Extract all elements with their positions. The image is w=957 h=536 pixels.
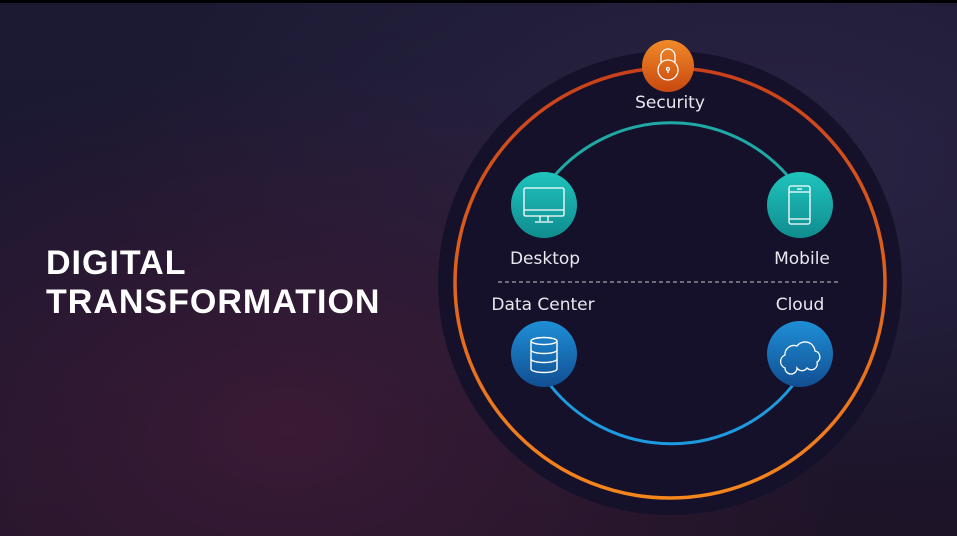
monitor-icon xyxy=(523,187,565,223)
node-mobile: Mobile xyxy=(767,172,833,269)
database-icon xyxy=(530,336,558,374)
lock-icon xyxy=(657,48,679,81)
label-mobile: Mobile xyxy=(774,249,830,269)
node-security: Security xyxy=(635,40,705,113)
cloud-icon xyxy=(779,341,821,375)
smartphone-icon xyxy=(788,185,811,225)
label-cloud: Cloud xyxy=(776,295,825,315)
diagram-disc xyxy=(438,51,902,515)
slide-title: DIGITAL TRANSFORMATION xyxy=(46,244,380,322)
title-line-2: TRANSFORMATION xyxy=(46,283,381,321)
label-desktop: Desktop xyxy=(510,249,580,269)
label-datacenter: Data Center xyxy=(491,295,594,315)
top-border xyxy=(0,0,957,3)
title-line-1: DIGITAL xyxy=(46,244,187,282)
node-datacenter: Data Center xyxy=(491,295,595,387)
bottom-arc xyxy=(548,384,795,446)
node-desktop: Desktop xyxy=(510,172,580,269)
top-arc xyxy=(553,121,789,176)
node-cloud: Cloud xyxy=(767,295,833,387)
label-security: Security xyxy=(635,93,705,113)
